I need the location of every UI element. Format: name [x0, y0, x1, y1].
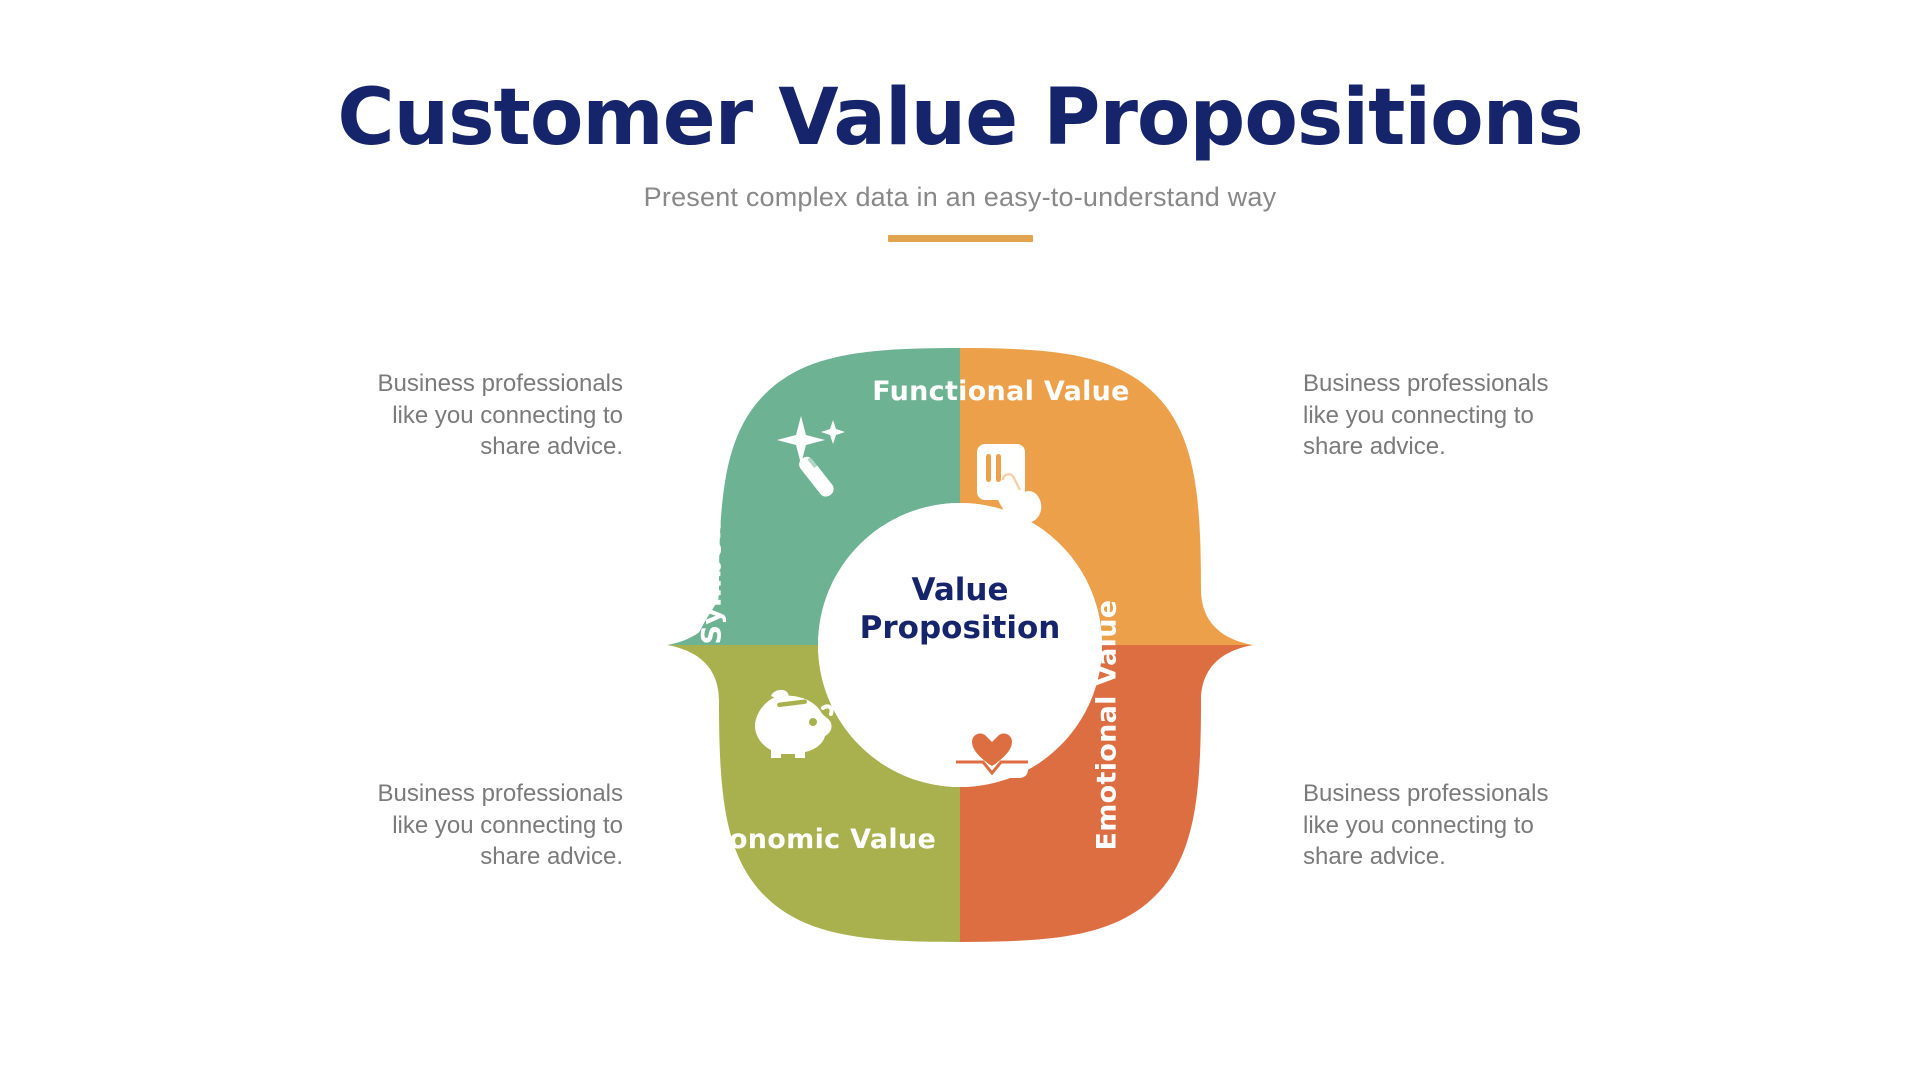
- quadrant-label-economic[interactable]: Economic Value: [693, 824, 937, 855]
- title-divider: [887, 234, 1033, 242]
- page-subtitle: Present complex data in an easy-to-under…: [643, 181, 1277, 212]
- value-proposition-diagram: Value Proposition Symbolic Value Functio…: [655, 340, 1265, 950]
- quadrant-label-emotional[interactable]: Emotional Value: [1091, 599, 1123, 851]
- description-emotional: Business professionals like you connecti…: [1303, 780, 1549, 871]
- description-economic: Business professionals like you connecti…: [377, 780, 623, 871]
- quadrant-label-functional[interactable]: Functional Value: [872, 376, 1130, 407]
- description-functional: Business professionals like you connecti…: [1303, 370, 1549, 461]
- center-circle: [818, 503, 1102, 787]
- page-title: Customer Value Propositions: [337, 73, 1583, 163]
- quadrant-label-symbolic[interactable]: Symbolic Value: [696, 408, 728, 645]
- page-header: Customer Value Propositions Present comp…: [0, 0, 1920, 242]
- diagram-shapes: [667, 348, 1253, 942]
- description-symbolic: Business professionals like you connecti…: [377, 370, 623, 461]
